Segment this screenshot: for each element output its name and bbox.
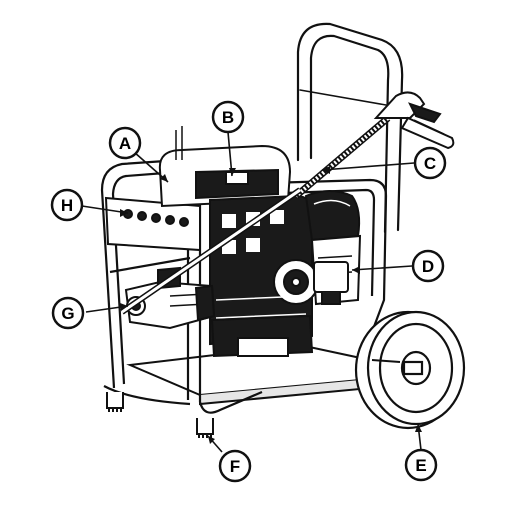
front-foot — [196, 418, 214, 435]
callout-letter: A — [119, 134, 131, 153]
callout-a: A — [108, 126, 142, 160]
control-panel — [104, 196, 201, 252]
leader-c — [321, 162, 415, 171]
callout-letter: G — [61, 304, 74, 323]
spray-wand — [120, 187, 302, 315]
callout-letter: F — [230, 457, 240, 476]
callout-letter: C — [424, 154, 436, 173]
callout-d: D — [411, 249, 445, 283]
choke-lever — [313, 261, 349, 305]
hose — [293, 115, 391, 199]
callout-e: E — [404, 448, 438, 482]
callout-b: B — [211, 100, 245, 134]
callout-letter: B — [222, 108, 234, 127]
callout-letter: E — [415, 456, 426, 475]
wheel — [354, 310, 466, 430]
callout-h: H — [50, 188, 84, 222]
crankcase — [210, 314, 314, 358]
callout-letter: D — [422, 257, 434, 276]
frame-feet — [106, 392, 214, 438]
callout-f: F — [218, 449, 252, 483]
engine-top — [158, 126, 292, 208]
leader-d — [351, 265, 413, 271]
leader-arrowheads — [120, 166, 422, 444]
callout-g: G — [51, 296, 85, 330]
callout-c: C — [413, 146, 447, 180]
spray-gun — [373, 91, 455, 150]
handle-frame — [296, 22, 404, 234]
callout-letter: H — [61, 196, 73, 215]
